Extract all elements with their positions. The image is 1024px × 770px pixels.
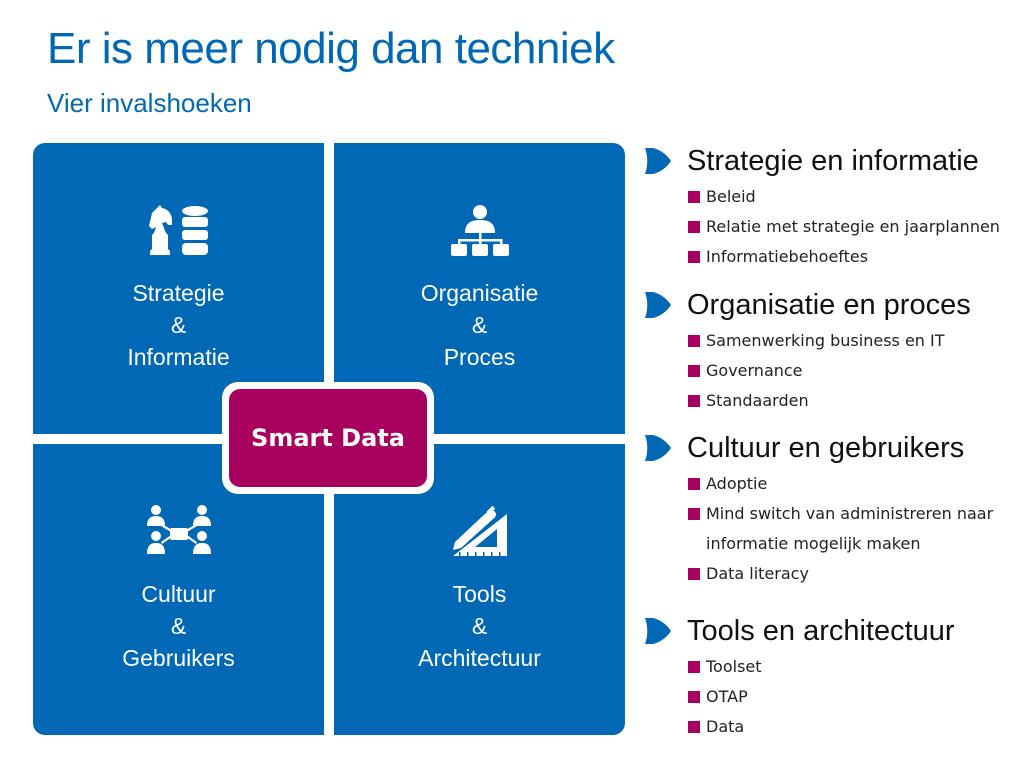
list-item: Informatiebehoeftes [688,242,1000,272]
quadrant-label-line3: Architectuur [418,645,541,671]
quadrant-label: Strategie & Informatie [33,277,324,373]
quadrant-label-line3: Gebruikers [122,645,235,671]
section-strategie-informatie: Strategie en informatie Beleid Relatie m… [645,140,1000,272]
smart-data-label: Smart Data [229,389,427,487]
pen-set-square-icon [452,505,507,556]
list-item: Governance [688,356,971,386]
arrow-bullet-icon [645,618,671,644]
section-tools-architectuur: Tools en architectuur Toolset OTAP Data [645,610,955,742]
smart-data-center-box: Smart Data [222,382,434,494]
section-title: Tools en architectuur [687,614,955,647]
quadrant-label: Cultuur & Gebruikers [33,578,324,674]
chess-knight-database-icon [148,205,208,255]
page-subtitle: Vier invalshoeken [47,88,252,118]
page-title: Er is meer nodig dan techniek [47,24,615,73]
square-bullet-icon [688,191,700,203]
quadrant-label-line1: Tools [452,581,507,607]
quadrant-label-line1: Strategie [132,280,225,306]
square-bullet-icon [688,508,700,520]
list-item: Data [688,712,955,742]
section-title: Strategie en informatie [687,144,979,177]
quadrant-label-ampersand: & [471,312,488,338]
quadrant-label-ampersand: & [170,312,187,338]
section-cultuur-gebruikers: Cultuur en gebruikers Adoptie Mind switc… [645,427,993,589]
quadrant-label-line1: Organisatie [420,280,539,306]
list-item: Standaarden [688,386,971,416]
square-bullet-icon [688,335,700,347]
list-item: Relatie met strategie en jaarplannen [688,212,1000,242]
section-title: Organisatie en proces [687,288,971,321]
quadrant-label: Tools & Architectuur [334,578,625,674]
list-item: Data literacy [688,559,993,589]
square-bullet-icon [688,691,700,703]
quadrant-strategie-informatie: Strategie & Informatie [33,143,324,434]
square-bullet-icon [688,395,700,407]
list-item: OTAP [688,682,955,712]
list-item: Adoptie [688,469,993,499]
square-bullet-icon [688,221,700,233]
list-item: Samenwerking business en IT [688,326,971,356]
list-item: Beleid [688,182,1000,212]
square-bullet-icon [688,251,700,263]
square-bullet-icon [688,661,700,673]
section-organisatie-proces: Organisatie en proces Samenwerking busin… [645,284,971,416]
quadrant-organisatie-proces: Organisatie & Proces [334,143,625,434]
quadrant-label-line1: Cultuur [141,581,216,607]
section-title: Cultuur en gebruikers [687,431,965,464]
list-item-continuation: informatie mogelijk maken [706,534,921,553]
quadrant-label-ampersand: & [471,613,488,639]
four-perspectives-diagram: Strategie & Informatie Organisatie & Pr [33,143,625,735]
square-bullet-icon [688,721,700,733]
square-bullet-icon [688,478,700,490]
quadrant-label-line3: Proces [443,344,516,370]
square-bullet-icon [688,568,700,580]
quadrant-label: Organisatie & Proces [334,277,625,373]
square-bullet-icon [688,365,700,377]
quadrant-label-ampersand: & [170,613,187,639]
arrow-bullet-icon [645,435,671,461]
arrow-bullet-icon [645,292,671,318]
quadrant-label-line3: Informatie [127,344,230,370]
list-item: Toolset [688,652,955,682]
arrow-bullet-icon [645,148,671,174]
org-chart-person-icon [450,205,509,256]
people-network-icon [146,505,211,554]
